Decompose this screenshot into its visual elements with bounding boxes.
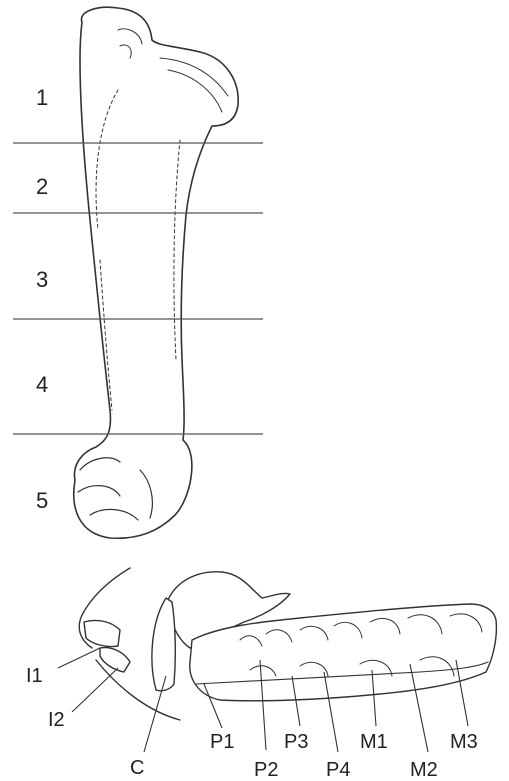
zone-label-5: 5 xyxy=(36,488,48,513)
zone-label-2: 2 xyxy=(36,174,48,199)
leader-line-I1 xyxy=(58,648,100,668)
tooth-label-M1: M1 xyxy=(360,731,388,753)
jaw-drawing xyxy=(79,568,496,720)
zone-labels: 1 2 3 4 5 xyxy=(36,85,48,513)
zone-label-1: 1 xyxy=(36,85,48,110)
tooth-label-P4: P4 xyxy=(326,759,350,781)
tooth-label-C: C xyxy=(130,757,144,779)
canine-tooth-shape xyxy=(152,598,175,691)
leader-line-I2 xyxy=(72,668,118,712)
tooth-label-P3: P3 xyxy=(284,731,308,753)
tooth-label-P2: P2 xyxy=(254,759,278,781)
tooth-label-I1: I1 xyxy=(26,665,43,687)
incisor-shapes xyxy=(84,620,130,672)
zone-label-3: 3 xyxy=(36,267,48,292)
tooth-label-M2: M2 xyxy=(410,759,438,781)
zone-label-4: 4 xyxy=(36,372,48,397)
tooth-label-P1: P1 xyxy=(210,731,234,753)
humerus-bone xyxy=(74,7,238,538)
tooth-label-I2: I2 xyxy=(48,709,65,731)
tooth-label-M3: M3 xyxy=(450,731,478,753)
